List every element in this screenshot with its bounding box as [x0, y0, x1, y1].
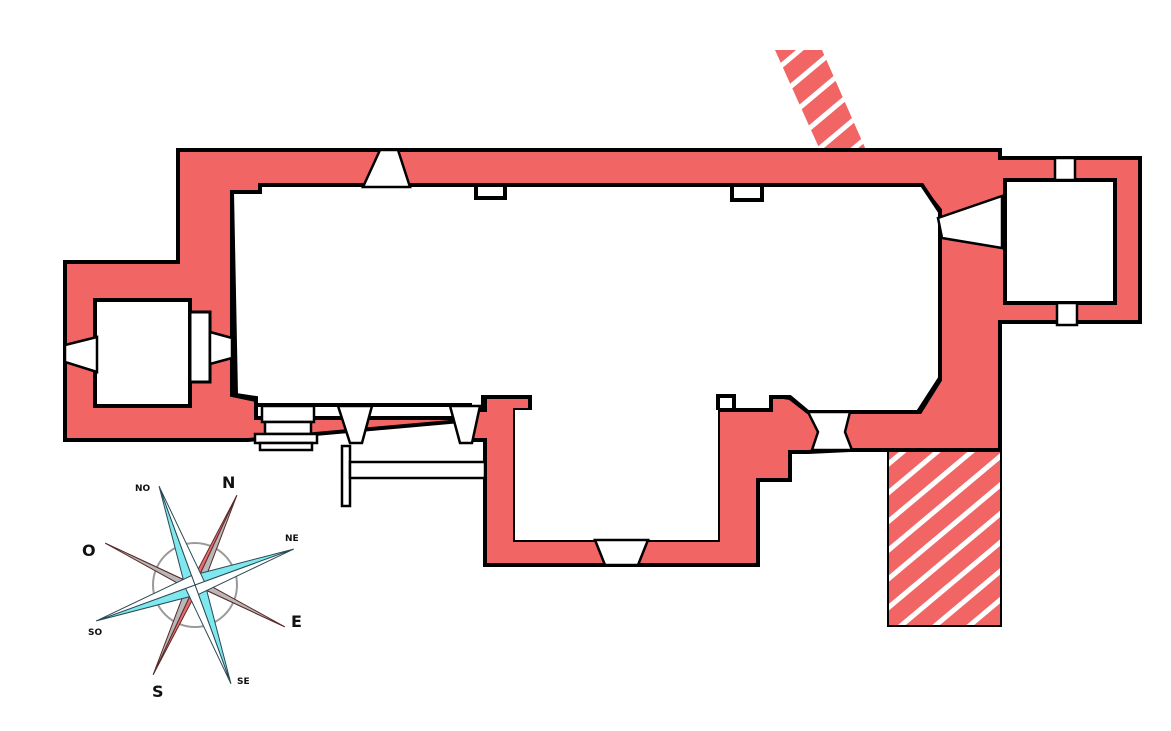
west-tower-room — [93, 298, 192, 408]
compass-label-north: N — [222, 473, 235, 492]
south-window-1 — [336, 404, 374, 445]
north-window — [361, 148, 412, 189]
porch-bench — [348, 460, 487, 480]
east-tower-south-door — [1055, 301, 1079, 327]
entrance-step-1 — [260, 404, 316, 424]
compass-label-south: S — [152, 682, 164, 701]
compass-label-east: E — [291, 612, 302, 631]
compass-label-west: O — [82, 541, 96, 560]
compass-label-southwest: SO — [88, 628, 102, 638]
entrance-step-2 — [263, 420, 313, 436]
entrance-step-4 — [258, 441, 314, 452]
east-window — [936, 194, 1004, 250]
south-east-hatched-foundation — [887, 449, 1002, 627]
east-tower-room — [1003, 178, 1117, 305]
west-window — [63, 335, 99, 374]
main-hall — [229, 183, 942, 542]
compass-label-northeast: NE — [285, 534, 299, 544]
south-window-2 — [448, 404, 482, 445]
apse-window — [593, 538, 650, 567]
west-inner-door — [208, 330, 234, 366]
compass-rose-icon — [96, 486, 294, 684]
compass-label-southeast: SE — [237, 677, 250, 687]
compass-label-northwest: NO — [135, 484, 151, 494]
south-annex-floor — [515, 410, 718, 540]
north-east-hatched-foundation — [775, 50, 866, 150]
entrance-step-3 — [253, 432, 319, 445]
south-east-door — [805, 410, 854, 452]
west-tower-passage — [188, 310, 212, 384]
east-tower-north-door — [1053, 156, 1077, 182]
